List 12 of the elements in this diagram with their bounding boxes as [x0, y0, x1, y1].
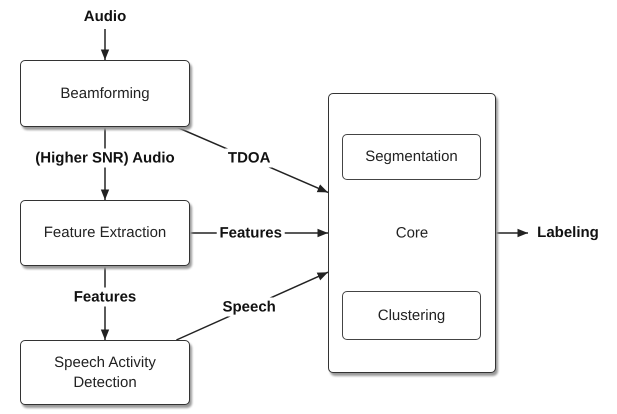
- edge-label: TDOA: [224, 148, 274, 168]
- node-label: Labeling: [528, 221, 608, 245]
- arrow: [496, 228, 528, 238]
- box-title: Core: [394, 223, 430, 243]
- process-box: Feature Extraction: [20, 200, 190, 266]
- node-label: Audio: [78, 5, 132, 29]
- process-box: Beamforming: [20, 60, 190, 127]
- core-panel: [328, 93, 496, 373]
- arrow: [100, 29, 110, 60]
- process-box: Clustering: [342, 291, 481, 340]
- process-box: Speech Activity Detection: [20, 340, 190, 405]
- process-box: Segmentation: [342, 134, 481, 180]
